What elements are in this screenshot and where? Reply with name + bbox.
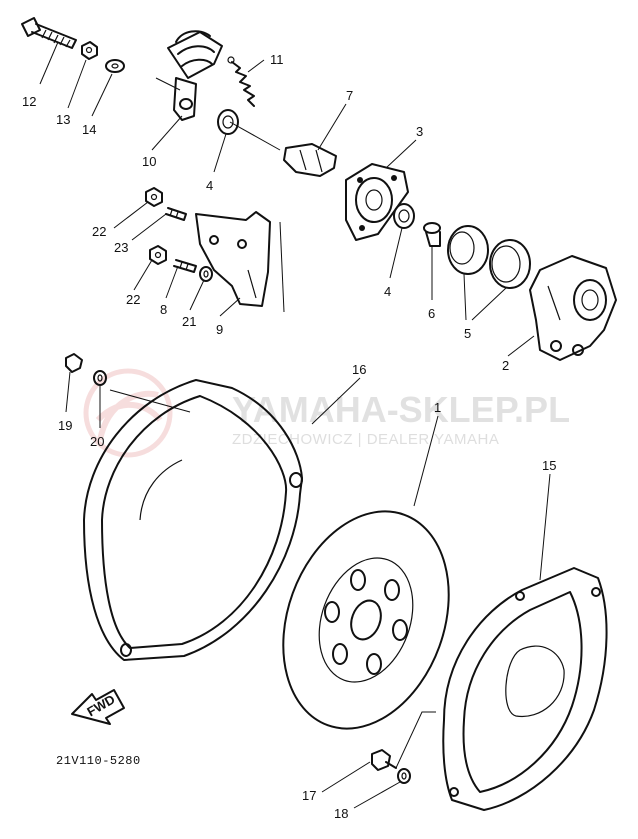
callout-4-lower: 4 [384, 284, 391, 299]
part-14-washer [105, 59, 125, 73]
callout-20: 20 [90, 434, 104, 449]
part-17-bolt [371, 749, 397, 771]
watermark-logo [83, 368, 173, 458]
diagram-code: 21V110-5280 [56, 754, 141, 768]
callout-15: 15 [542, 458, 556, 473]
callout-19: 19 [58, 418, 72, 433]
part-15-backing-plate [442, 567, 608, 811]
fwd-arrow: FWD [71, 689, 125, 725]
part-23-stud [165, 207, 187, 221]
part-22-nut-upper [145, 187, 163, 207]
part-10-lever-arm [167, 30, 223, 121]
callout-18: 18 [334, 806, 348, 821]
callout-10: 10 [142, 154, 156, 169]
part-19-bolt [65, 353, 83, 373]
part-4-oil-seal-lower [393, 203, 415, 229]
callouts: 12 13 14 10 11 4 7 3 4 6 5 2 9 22 23 22 … [22, 52, 556, 821]
part-11-spring [227, 56, 255, 107]
part-5-cap-b [489, 239, 531, 289]
callout-13: 13 [56, 112, 70, 127]
part-21-washer [199, 266, 213, 282]
part-5-cap-a [447, 225, 489, 275]
callout-8: 8 [160, 302, 167, 317]
callout-3: 3 [416, 124, 423, 139]
callout-14: 14 [82, 122, 96, 137]
callout-6: 6 [428, 306, 435, 321]
part-16-brake-cover [83, 379, 303, 661]
callout-9: 9 [216, 322, 223, 337]
part-1-brake-disc [282, 510, 450, 730]
callout-21: 21 [182, 314, 196, 329]
watermark-subtitle: ZDZIECHOWICZ | DEALER YAMAHA [232, 431, 499, 448]
callout-17: 17 [302, 788, 316, 803]
part-18-washer [397, 768, 411, 784]
callout-1: 1 [434, 400, 441, 415]
part-20-washer [93, 370, 107, 386]
callout-7: 7 [346, 88, 353, 103]
part-13-nut [81, 41, 98, 60]
watermark-title: YAMAHA-SKLEP.PL [232, 389, 570, 430]
part-8-stud [173, 259, 197, 273]
callout-5: 5 [464, 326, 471, 341]
callout-11: 11 [270, 52, 284, 67]
part-7-shaft [283, 143, 337, 177]
part-22-nut-lower [149, 245, 167, 265]
watermark: YAMAHA-SKLEP.PL ZDZIECHOWICZ | DEALER YA… [83, 368, 570, 458]
callout-22-lower: 22 [126, 292, 140, 307]
leader-lines [39, 41, 551, 809]
part-3-bearing-plate [345, 163, 409, 241]
callout-22-upper: 22 [92, 224, 106, 239]
part-2-housing [529, 255, 617, 361]
part-9-bracket [195, 211, 271, 307]
callout-23: 23 [114, 240, 128, 255]
callout-2: 2 [502, 358, 509, 373]
callout-12: 12 [22, 94, 36, 109]
callout-4-upper: 4 [206, 178, 213, 193]
callout-16: 16 [352, 362, 366, 377]
part-4-oil-seal-upper [217, 109, 239, 135]
part-6-pin [423, 222, 441, 247]
part-12-bolt [21, 17, 77, 49]
